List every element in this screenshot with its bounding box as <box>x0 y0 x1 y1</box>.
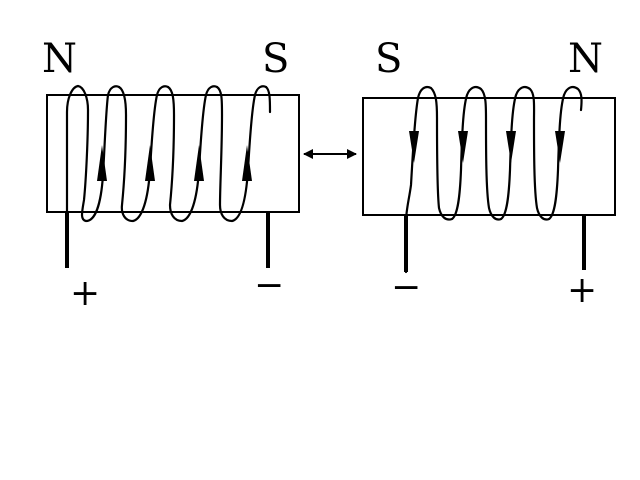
current-arrow-up-icon <box>145 145 155 181</box>
right-coil-windings <box>404 85 583 274</box>
current-arrow-down-icon <box>458 131 468 163</box>
current-arrow-up-icon <box>242 145 252 181</box>
right-terminal-positive: + <box>567 270 597 311</box>
right-current-arrows <box>409 131 565 163</box>
left-coil-turn-2 <box>117 85 170 223</box>
left-coil-turn-3 <box>166 85 219 223</box>
left-solenoid-pole-right: S <box>262 36 289 82</box>
right-coil-turn-3 <box>499 85 551 221</box>
left-coil-windings <box>65 84 272 232</box>
left-coil-turn-1 <box>65 84 121 232</box>
left-current-arrows <box>97 145 252 181</box>
left-solenoid: N S + − <box>42 36 300 314</box>
right-solenoid: S N − + <box>362 36 616 311</box>
right-coil-turn-4 <box>547 85 583 221</box>
right-core <box>362 97 616 216</box>
current-arrow-up-icon <box>194 145 204 181</box>
left-coil-turn-4 <box>215 85 268 223</box>
right-solenoid-pole-left: S <box>375 36 402 82</box>
left-terminal-positive: + <box>70 273 100 314</box>
right-coil-turn-1 <box>404 85 454 274</box>
left-coil-tail <box>264 85 272 114</box>
current-arrow-down-icon <box>409 131 419 163</box>
right-terminal-negative: − <box>391 267 421 308</box>
current-arrow-down-icon <box>506 131 516 163</box>
left-solenoid-pole-left: N <box>42 36 77 82</box>
left-terminal-negative: − <box>254 265 284 306</box>
current-arrow-down-icon <box>555 131 565 163</box>
current-arrow-up-icon <box>97 145 107 181</box>
right-solenoid-pole-right: N <box>568 36 603 82</box>
right-coil-turn-2 <box>450 85 503 221</box>
